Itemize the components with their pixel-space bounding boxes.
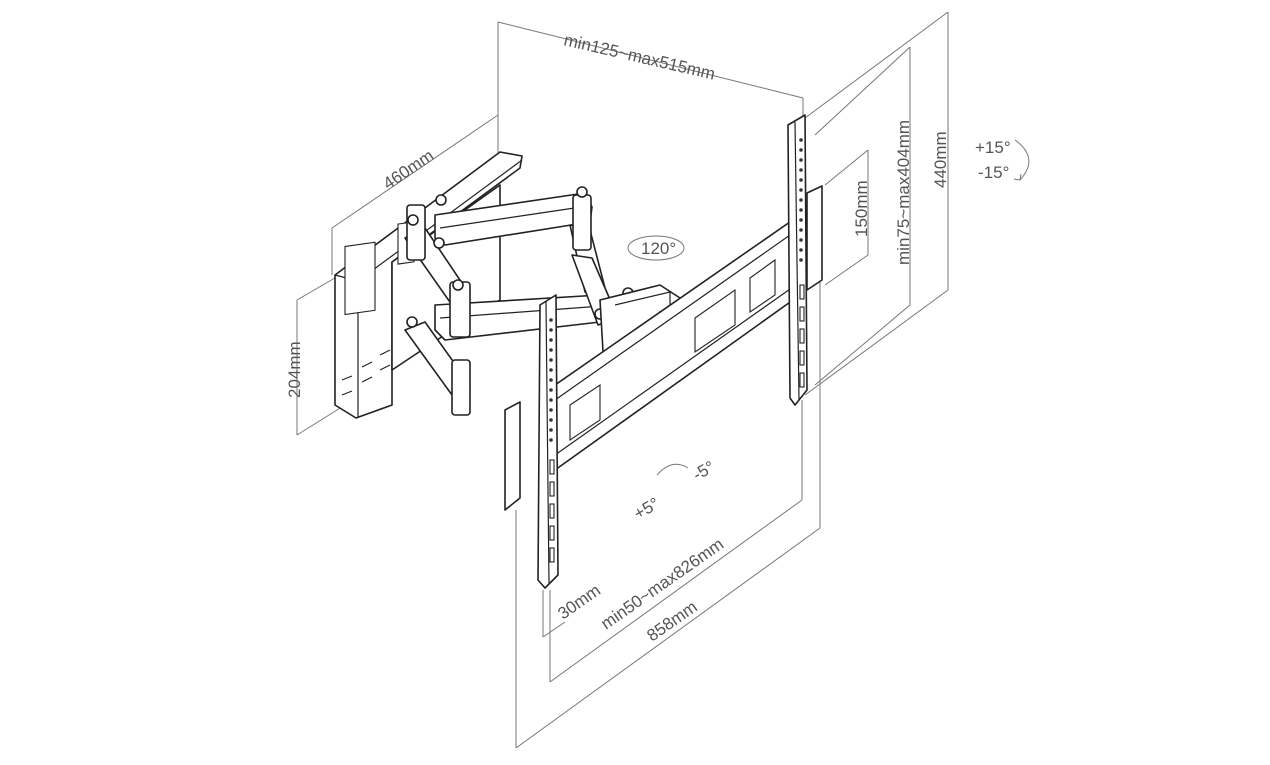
articulating-arms — [404, 186, 634, 416]
label-bracket-height: 440mm — [931, 131, 950, 188]
label-tilt-up: +15° — [975, 138, 1011, 157]
label-tilt-down: -15° — [978, 163, 1009, 182]
vertical-bracket-left — [504, 294, 559, 589]
label-rail-width: 30mm — [554, 581, 604, 624]
label-wall-plate-height: 204mm — [285, 341, 304, 398]
label-bracket-width: 858mm — [643, 597, 700, 645]
label-arm-extension: min125~max515mm — [562, 30, 717, 83]
label-level-minus: -5° — [690, 457, 718, 484]
label-swivel: 120° — [641, 239, 676, 258]
label-vesa-vertical-range: min75~max404mm — [894, 120, 913, 265]
wall-plate — [334, 151, 523, 419]
dimension-lines — [296, 11, 1030, 749]
label-wall-plate-depth: 460mm — [380, 146, 438, 193]
label-level-plus: +5° — [631, 494, 663, 524]
vertical-bracket-right — [787, 114, 823, 406]
label-vesa-vertical-inner: 150mm — [852, 180, 871, 237]
